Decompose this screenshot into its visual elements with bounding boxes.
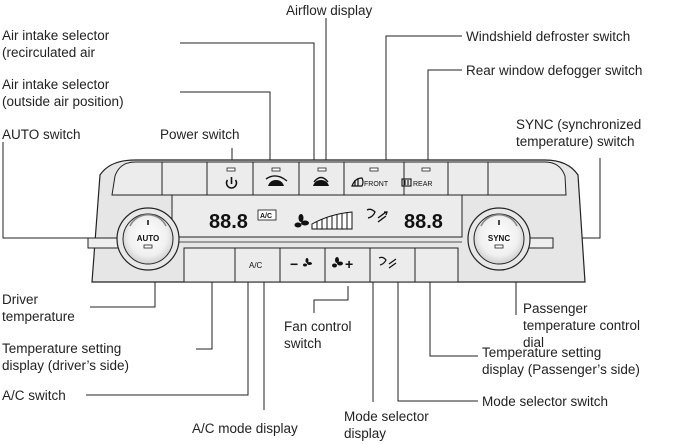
label-auto-switch: AUTO switch [2, 127, 81, 142]
ac-mode-badge [257, 209, 277, 221]
small-fan-icon-left [303, 258, 312, 267]
outside-air-car-icon [265, 175, 288, 186]
leader-rear-defogger [427, 69, 462, 162]
ac-button-label: A/C [249, 261, 263, 270]
label-temp-setting-driver: Temperature setting display (driver’s si… [2, 341, 130, 373]
bottom-row-blank-left [183, 247, 236, 283]
airflow-level-bars [311, 211, 353, 230]
top-row-blank-2 [161, 161, 208, 196]
front-label: FRONT [364, 181, 389, 188]
fan-decrease-button[interactable] [279, 247, 326, 283]
power-indicator-lamp [226, 167, 236, 172]
ac-mode-badge-text: A/C [260, 213, 272, 220]
front-defroster-icon [351, 177, 364, 187]
label-ac-switch: A/C switch [2, 388, 66, 403]
label-air-intake-outside: Air intake selector (outside air positio… [2, 77, 124, 109]
passenger-temp-display: 88.8 [404, 211, 443, 233]
label-ac-mode-display: A/C mode display [192, 421, 298, 436]
label-passenger-temp-dial: Passenger temperature control dial [523, 301, 641, 350]
small-fan-icon-right [332, 257, 343, 268]
leader-mode-selector-switch [397, 272, 478, 402]
passenger-temperature-dial[interactable] [467, 207, 531, 271]
label-temp-setting-passenger: Temperature setting display (Passenger’s… [482, 345, 640, 377]
fan-plus-label: + [345, 256, 353, 272]
label-mode-selector-switch: Mode selector switch [482, 394, 609, 409]
leader-fan-control [313, 286, 349, 313]
label-rear-defogger: Rear window defogger switch [466, 63, 643, 78]
air-intake-outside-button[interactable] [252, 161, 300, 196]
label-driver-temperature: Driver temperature [2, 292, 75, 324]
fan-minus-label: − [290, 256, 298, 272]
sync-indicator-lamp [494, 244, 504, 249]
recirc-indicator-lamp [317, 167, 327, 172]
rear-defogger-icon [401, 178, 412, 187]
leader-air-intake-outside [180, 91, 271, 162]
rear-defog-indicator-lamp [421, 167, 431, 172]
driver-temperature-dial[interactable] [116, 207, 180, 271]
front-defrost-indicator-lamp [369, 167, 379, 172]
mode-selector-icon [378, 256, 397, 269]
driver-temp-display: 88.8 [209, 211, 248, 233]
auto-knob-label[interactable]: AUTO [137, 234, 160, 243]
front-defroster-button[interactable] [343, 161, 405, 196]
power-icon [225, 177, 238, 189]
fan-icon [294, 214, 309, 228]
auto-indicator-lamp [143, 244, 153, 249]
power-button[interactable] [206, 161, 254, 196]
mode-display-icon [366, 208, 388, 223]
leader-windshield-defroster [385, 35, 462, 162]
display-band [171, 194, 463, 238]
top-row-blank-3 [447, 161, 489, 196]
outside-air-indicator-lamp [271, 167, 281, 172]
leader-auto-switch [2, 142, 122, 239]
bottom-row-blank-right [414, 247, 459, 283]
label-fan-control-switch: Fan control switch [284, 319, 352, 351]
rear-label: REAR [413, 181, 432, 188]
label-sync-switch: SYNC (synchronized temperature) switch [516, 117, 642, 149]
leader-air-intake-recirc [180, 42, 315, 162]
label-mode-selector-display: Mode selector display [344, 409, 429, 441]
recirculated-air-car-icon [313, 176, 329, 186]
leader-ac-switch [86, 272, 249, 396]
air-intake-recirc-button[interactable] [298, 161, 345, 196]
sync-knob-label[interactable]: SYNC [488, 234, 510, 243]
top-row-right-blank [487, 161, 567, 196]
label-air-intake-recirc: Air intake selector (recirculated air [2, 28, 110, 60]
label-power-switch: Power switch [160, 127, 240, 142]
label-windshield-defroster: Windshield defroster switch [466, 29, 631, 44]
label-airflow-display: Airflow display [286, 3, 373, 18]
